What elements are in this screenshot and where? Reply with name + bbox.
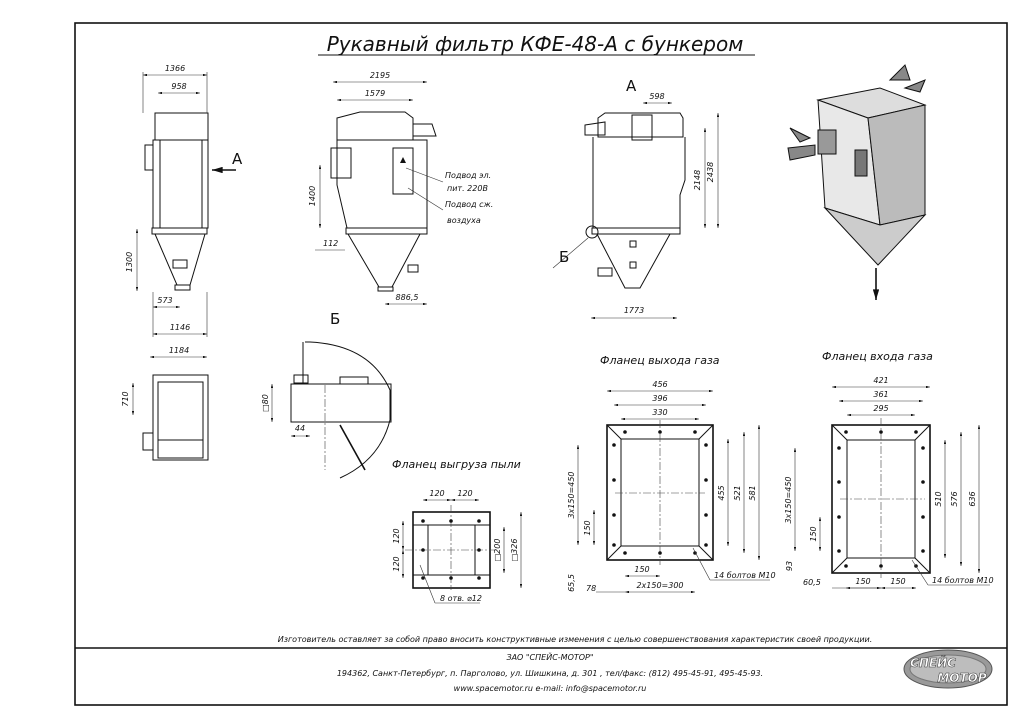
dimension-label: 1400 xyxy=(308,186,317,206)
flange-dust-outlet: Фланец выгруза пыли 120 120 120 120 □200… xyxy=(392,458,523,604)
dimension-label: 598 xyxy=(649,92,664,101)
dimension-label: 150 xyxy=(583,520,592,535)
dimension-label: 2148 xyxy=(693,170,702,190)
dimension-label: 1366 xyxy=(165,64,185,73)
dimension-label: Б xyxy=(330,310,340,328)
sheet-frame xyxy=(74,22,1008,706)
dimension-label: 3x150=450 xyxy=(567,471,576,518)
dimension-label: А xyxy=(626,77,637,95)
front-view: 2195 1579 1400 112 886,5 Подвод эл. пит.… xyxy=(308,71,493,306)
dimension-label: 330 xyxy=(652,408,667,417)
detail-b: Б □80 44 xyxy=(261,310,392,479)
dimension-label: воздуха xyxy=(447,216,481,225)
dimension-label: пит. 220В xyxy=(447,184,488,193)
company-contacts: www.spacemotor.ru e-mail: info@spacemoto… xyxy=(454,684,647,693)
dimension-label: 886,5 xyxy=(396,293,419,302)
callout-air: Подвод сж. xyxy=(445,200,493,209)
dimension-label: 396 xyxy=(652,394,667,403)
dimension-label: 361 xyxy=(873,390,888,399)
dimension-label: 60,5 xyxy=(803,578,821,587)
dimension-label: 120 xyxy=(429,489,444,498)
disclaimer-text: Изготовитель оставляет за собой право вн… xyxy=(278,635,873,644)
dimension-label: 636 xyxy=(968,491,977,506)
dimension-label: 3x150=450 xyxy=(784,476,793,523)
dimension-label: 120 xyxy=(457,489,472,498)
flange-title: Фланец выхода газа xyxy=(600,354,720,367)
dimension-label: □200 xyxy=(493,539,502,562)
dimension-label: 44 xyxy=(295,424,305,433)
dimension-label: 150 xyxy=(855,577,870,586)
dimension-label: 8 отв. ⌀12 xyxy=(440,594,482,603)
dimension-label: 112 xyxy=(323,239,338,248)
dimension-label: 120 xyxy=(392,528,401,543)
view-a: А Б 598 2148 2438 1773 xyxy=(552,77,720,320)
page-title: Рукавный фильтр КФЕ-48-А с бункером xyxy=(327,32,744,56)
dimension-label: 1184 xyxy=(169,346,189,355)
top-view: 1184 710 xyxy=(121,346,209,461)
dimension-label: 150 xyxy=(890,577,905,586)
dimension-label: 93 xyxy=(785,561,794,571)
dimension-label: 710 xyxy=(121,391,130,406)
side-view: 1366 958 1300 573 1146 А xyxy=(125,64,243,337)
isometric-view xyxy=(787,64,927,300)
dimension-label: 1300 xyxy=(125,252,134,272)
dimension-label: 2195 xyxy=(370,71,390,80)
dimension-label: 456 xyxy=(652,380,667,389)
dimension-label: 1146 xyxy=(170,323,190,332)
dimension-label: 150 xyxy=(634,565,649,574)
dimension-label: СПЕЙС xyxy=(910,655,956,670)
company-address: 194362, Санкт-Петербург, п. Парголово, у… xyxy=(337,669,763,678)
dimension-label: 78 xyxy=(586,584,596,593)
dimension-label: □80 xyxy=(261,394,270,412)
dimension-label: 1773 xyxy=(624,306,644,315)
flange-gas-inlet: Фланец входа газа 421 361 295 510 576 63… xyxy=(784,350,994,590)
dimension-label: 1579 xyxy=(365,89,385,98)
dimension-label: 510 xyxy=(934,491,943,506)
dimension-label: 573 xyxy=(157,296,172,305)
dimension-label: 455 xyxy=(717,485,726,500)
dimension-label: 576 xyxy=(950,491,959,506)
dimension-label: 2x150=300 xyxy=(636,581,683,590)
dimension-label: 958 xyxy=(171,82,186,91)
dimension-label: 421 xyxy=(873,376,888,385)
dimension-label: 295 xyxy=(873,404,888,413)
company-logo: СПЕЙС МОТОР xyxy=(903,649,993,689)
callout-power: Подвод эл. xyxy=(445,171,491,180)
dimension-label: 521 xyxy=(733,485,742,500)
dimension-label: 14 болтов М10 xyxy=(714,571,776,580)
dimension-label: 14 болтов М10 xyxy=(932,576,994,585)
dimension-label: Б xyxy=(559,248,569,266)
dimension-label: А xyxy=(232,150,243,168)
flange-title: Фланец выгруза пыли xyxy=(392,458,521,471)
dimension-label: 120 xyxy=(392,556,401,571)
company-name: ЗАО "СПЕЙС-МОТОР" xyxy=(506,651,593,662)
dimension-label: 65,5 xyxy=(567,574,576,592)
dimension-label: 581 xyxy=(748,485,757,500)
dimension-label: 150 xyxy=(809,526,818,541)
flange-title: Фланец входа газа xyxy=(822,350,933,363)
dimension-label: МОТОР xyxy=(937,671,987,685)
dimension-label: □326 xyxy=(510,539,519,562)
flange-gas-outlet: Фланец выхода газа 456 396 330 455 521 5… xyxy=(567,354,776,594)
dimension-label: 2438 xyxy=(706,162,715,182)
